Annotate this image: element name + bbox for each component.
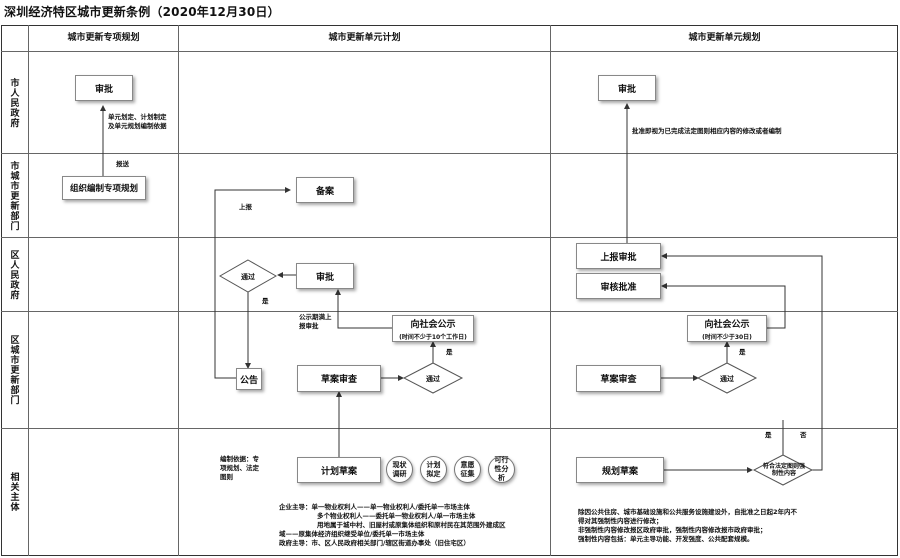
label-submit: 报送 — [116, 160, 129, 168]
decision-pass-review-3 — [696, 362, 758, 394]
publicity-box-unit-planning: 向社会公示 (时间不少于30日) — [687, 315, 767, 342]
column-header-unit-planning: 城市更新单元规划 — [688, 33, 761, 43]
note-unit-planning: 批准即视为已完成法定图则相应内容的修改或者编制 — [632, 127, 782, 135]
note-special-plan: 单元划定、计划制定及单元规划编制依据 — [108, 113, 167, 130]
label-pass-review-3: 通过 — [720, 375, 734, 383]
page-title: 深圳经济特区城市更新条例（2020年12月30日） — [4, 5, 280, 19]
circle-plan-drafting: 计划拟定 — [420, 456, 447, 483]
arrow-publicity-to-approve — [335, 289, 392, 329]
row-header-district-government: 区人民政府 — [8, 249, 19, 300]
header-divider — [1, 51, 898, 52]
label-report-up: 上报 — [239, 203, 252, 211]
circle-feasibility-analysis: 可行性分析 — [488, 456, 515, 483]
column-header-unit-plan: 城市更新单元计划 — [328, 33, 401, 43]
approve-box-unit-planning: 审批 — [598, 75, 656, 101]
row-header-related-parties: 相关主体 — [8, 472, 19, 512]
decision-pass-review — [402, 362, 464, 394]
arrow-check-no-to-report — [661, 253, 823, 471]
column-header-special-plan: 城市更新专项规划 — [67, 33, 140, 43]
circle-current-survey: 现状调研 — [386, 456, 413, 483]
row-header-district-renewal-dept: 区城市更新部门 — [8, 335, 19, 405]
approve-box-special-plan: 审批 — [75, 75, 133, 101]
row-divider-3 — [1, 311, 898, 312]
announce-box: 公告 — [236, 368, 262, 390]
label-yes-publicity-3: 是 — [739, 348, 746, 356]
label-yes-publicity: 是 — [446, 348, 453, 356]
label-pass-district: 通过 — [241, 273, 255, 281]
record-box: 备案 — [296, 177, 354, 203]
plan-draft-box: 计划草案 — [297, 457, 381, 483]
row-header-city-renewal-dept: 市城市更新部门 — [8, 160, 19, 231]
row-divider-1 — [1, 153, 898, 154]
decision-compliance-check — [752, 454, 814, 486]
arrow-announce-to-record — [214, 187, 291, 379]
arrow-publicity-to-review — [661, 283, 786, 329]
label-pass-review: 通过 — [426, 375, 440, 383]
row-divider-4 — [1, 428, 898, 429]
organize-special-plan-box: 组织编制专项规划 — [62, 176, 146, 200]
draft-review-box-unit-planning: 草案审查 — [576, 365, 661, 392]
report-approve-box: 上报审批 — [576, 243, 661, 269]
label-basis: 编制依据：专项规划、法定图则 — [220, 455, 259, 481]
col-divider-1 — [178, 25, 179, 556]
decision-pass-district-gov — [218, 259, 278, 293]
label-compliance-check: 符合法定图则强制性内容 — [762, 463, 805, 477]
label-no-check: 否 — [800, 431, 807, 439]
review-approve-box: 审核批准 — [576, 273, 661, 299]
col-divider-2 — [550, 25, 551, 556]
circle-intention-collection: 意愿征集 — [454, 456, 481, 483]
col-divider-0 — [28, 25, 29, 556]
label-publicity-approve: 公示期满上报审批 — [299, 313, 332, 330]
planning-draft-box: 规划草案 — [576, 457, 664, 483]
row-divider-2 — [1, 237, 898, 238]
draft-review-box-unit-plan: 草案审查 — [297, 365, 381, 392]
unit-planning-notes: 除因公共住房、城市基础设施和公共服务设施建设外，自批准之日起2年内不 得对其强制… — [578, 508, 798, 543]
unit-plan-subject-notes: 企业主导：单一物业权利人——单一物业权利人/委托单一市场主体 多个物业权利人——… — [279, 503, 506, 547]
row-header-city-government: 市人民政府 — [8, 77, 19, 128]
diagram-frame — [1, 25, 898, 556]
label-yes-check: 是 — [765, 431, 772, 439]
publicity-box-unit-plan: 向社会公示 (时间不少于10个工作日) — [392, 315, 474, 342]
approve-box-unit-plan: 审批 — [296, 263, 354, 289]
label-yes-district: 是 — [262, 297, 269, 305]
